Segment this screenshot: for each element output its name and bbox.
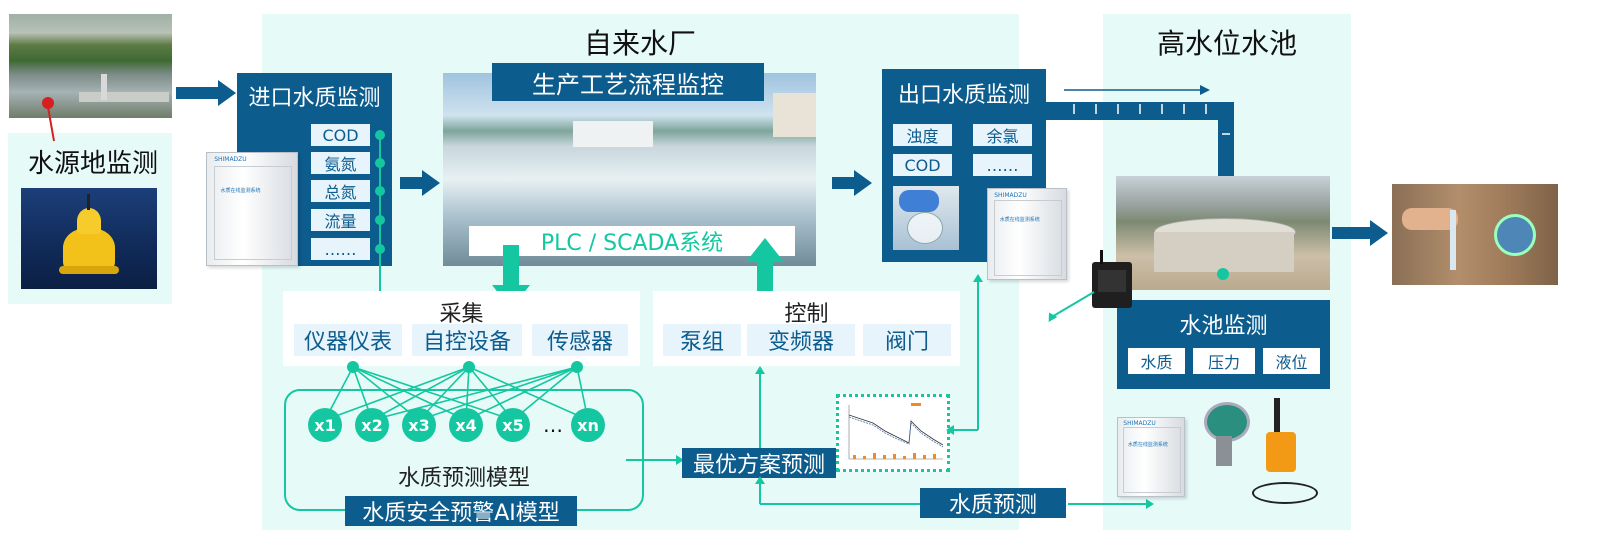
pressure-transmitter [1200,402,1250,472]
model-input-dot-2 [463,361,475,373]
pin-line [47,106,55,142]
arrow-reservoir-to-tap [1332,220,1388,246]
location-pin-icon [42,97,54,109]
arrow-optimal-to-control [755,366,765,448]
prediction-label: 水质预测 [920,488,1066,518]
inlet-item-ammonia: 氨氮 [311,152,370,174]
outlet-item-more: …… [973,154,1032,176]
collect-item-instruments: 仪器仪表 [294,324,402,356]
reservoir-photo [1116,176,1330,290]
model-node-x4: x4 [449,408,483,442]
arrow-inlet-to-plant [400,170,440,196]
plc-label: PLC / SCADA系统 [469,226,795,256]
model-node-x2: x2 [355,408,389,442]
arrow-model-to-optimal [626,455,684,465]
inlet-item-more: …… [311,238,370,260]
arrow-outlet-to-chart [946,274,983,435]
outlet-item-turbidity: 浊度 [893,124,952,146]
gateway-device [1092,250,1132,308]
level-sensor [1250,398,1322,508]
model-input-dot-1 [347,361,359,373]
inlet-title: 进口水质监测 [248,86,381,111]
prediction-flow-lines [755,476,1154,509]
optimal-label: 最优方案预测 [682,448,836,478]
outlet-item-chlorine: 余氯 [973,124,1032,146]
source-title: 水源地监测 [27,149,158,179]
model-title: 水质预测模型 [397,466,530,491]
arrow-gateway-to-plant [1048,291,1095,322]
prediction-chart [836,394,950,472]
control-title: 控制 [784,302,829,327]
collect-item-sensors: 传感器 [532,324,628,356]
inlet-connector [375,130,385,314]
control-item-valves: 阀门 [863,324,951,356]
inlet-item-total-nitrogen: 总氮 [311,180,370,202]
plant-title: 自来水厂 [583,27,696,60]
control-item-pumps: 泵组 [663,324,741,356]
model-node-x5: x5 [496,408,530,442]
process-label: 生产工艺流程监控 [492,63,764,101]
model-input-dot-3 [571,361,583,373]
arrow-source-to-inlet [176,80,236,106]
model-node-ellipsis: … [543,413,563,437]
pipe-outlet-to-reservoir [1046,85,1234,178]
reservoir-title: 高水位水池 [1156,27,1297,60]
sample-flask-photo [893,186,959,250]
inlet-item-cod: COD [311,124,370,146]
reservoir-item-pressure: 压力 [1193,348,1255,374]
arrow-plc-up [746,238,784,312]
water-source-photo [9,14,172,118]
outlet-title: 出口水质监测 [897,83,1030,108]
model-node-xn: xn [571,408,605,442]
reservoir-monitor-title: 水池监测 [1179,314,1268,339]
model-node-x1: x1 [308,408,342,442]
reservoir-item-quality: 水质 [1128,348,1185,374]
collect-title: 采集 [439,302,484,327]
reservoir-monitor-panel [1117,300,1330,389]
collect-item-automation: 自控设备 [412,324,522,356]
buoy-photo [21,188,157,289]
reservoir-item-level: 液位 [1263,348,1320,374]
control-item-vfd: 变频器 [747,324,855,356]
arrow-plant-to-outlet [832,170,872,196]
model-node-x3: x3 [402,408,436,442]
model-network-lines [324,366,589,421]
model-subtitle: 水质安全预警AI模型 [345,496,577,526]
outlet-item-cod: COD [893,154,952,176]
inlet-item-flow: 流量 [311,209,370,231]
tap-water-photo [1392,184,1558,285]
